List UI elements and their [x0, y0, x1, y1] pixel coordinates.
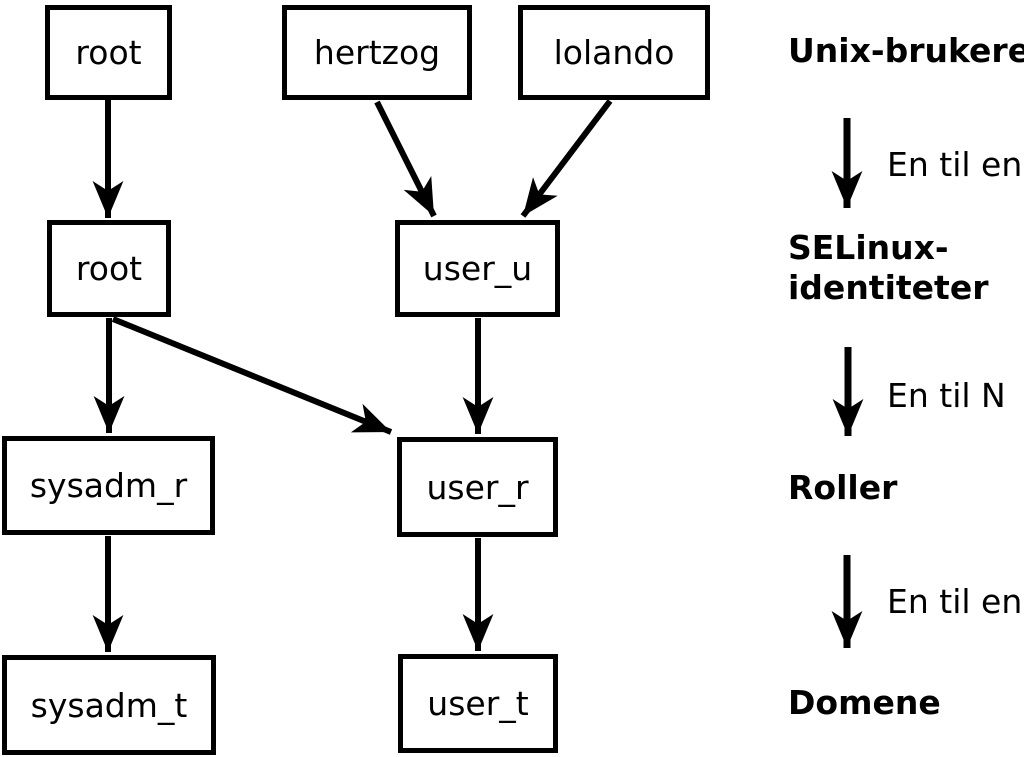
node-unix-lolando: lolando: [518, 5, 710, 100]
legend-one-to-n: En til N: [887, 376, 1006, 415]
node-selinux-user-u: user_u: [395, 220, 560, 317]
node-role-sysadm-r: sysadm_r: [2, 436, 215, 535]
node-role-sysadm-r-label: sysadm_r: [29, 466, 188, 505]
legend-one-to-one-2: En til en: [887, 582, 1023, 621]
node-unix-lolando-label: lolando: [553, 33, 675, 72]
legend-domains: Domene: [788, 683, 941, 722]
node-role-user-r-label: user_r: [426, 467, 529, 507]
node-domain-user-t: user_t: [398, 654, 558, 753]
node-domain-sysadm-t-label: sysadm_t: [30, 685, 188, 725]
node-selinux-root: root: [47, 220, 171, 317]
arrow-selinux-root-to-user-r: [111, 316, 393, 435]
legend-one-to-one-1: En til en: [887, 145, 1023, 184]
node-domain-sysadm-t: sysadm_t: [2, 655, 216, 755]
legend-selinux-identities-line1: SELinux-: [788, 228, 949, 267]
node-selinux-user-u-label: user_u: [422, 249, 533, 288]
node-domain-user-t-label: user_t: [427, 684, 529, 723]
arrow-hertzog-to-user-u: [374, 100, 437, 218]
node-selinux-root-label: root: [75, 249, 143, 288]
node-unix-hertzog-label: hertzog: [313, 33, 441, 72]
arrow-lolando-to-user-u: [520, 99, 613, 218]
node-unix-root: root: [45, 5, 172, 100]
legend-selinux-identities: SELinux- identiteter: [788, 228, 988, 308]
legend-unix-users: Unix-brukere: [788, 31, 1024, 70]
legend-selinux-identities-line2: identiteter: [788, 268, 989, 307]
legend-roles: Roller: [788, 468, 898, 507]
node-unix-root-label: root: [75, 33, 142, 72]
node-unix-hertzog: hertzog: [282, 5, 472, 100]
node-role-user-r: user_r: [397, 437, 558, 537]
